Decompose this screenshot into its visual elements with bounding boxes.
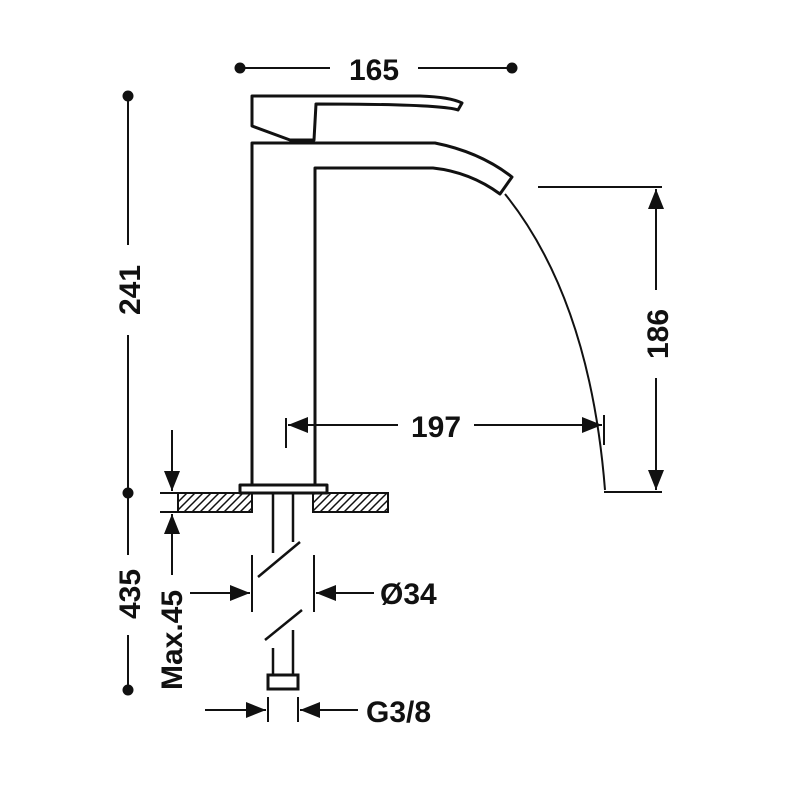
dimension-165 bbox=[234, 62, 518, 74]
dimension-435 bbox=[122, 493, 134, 696]
lever-handle bbox=[250, 94, 464, 142]
dimension-241-label: 241 bbox=[114, 265, 147, 315]
dimension-g38 bbox=[205, 697, 358, 722]
dimension-g38-label: G3/8 bbox=[366, 696, 431, 729]
dimension-max45 bbox=[160, 430, 250, 575]
countertop-left bbox=[177, 492, 253, 513]
dimension-186 bbox=[538, 186, 664, 493]
faucet-body bbox=[250, 141, 514, 487]
dimension-diameter bbox=[190, 555, 374, 612]
g38-connector bbox=[266, 673, 300, 691]
water-stream bbox=[504, 193, 606, 491]
base-plate bbox=[238, 483, 329, 495]
countertop-right bbox=[312, 492, 389, 513]
dimension-165-label: 165 bbox=[349, 54, 399, 87]
break-line-mid bbox=[264, 609, 303, 641]
dimension-197-label: 197 bbox=[411, 411, 461, 444]
dimension-241 bbox=[122, 90, 134, 499]
dimension-197 bbox=[285, 415, 605, 448]
dimension-435-label: 435 bbox=[114, 569, 147, 619]
break-line-top bbox=[257, 541, 301, 578]
dimension-diameter-label: Ø34 bbox=[380, 578, 437, 611]
dimension-max45-label: Max.45 bbox=[156, 590, 189, 690]
dimension-186-label: 186 bbox=[642, 309, 675, 359]
